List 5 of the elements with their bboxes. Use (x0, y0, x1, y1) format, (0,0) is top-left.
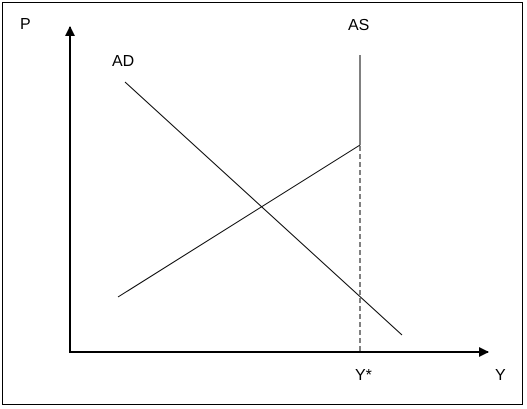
axis-label: P (20, 16, 31, 34)
curve-label: AD (112, 53, 134, 71)
axis-label: Y* (355, 367, 372, 385)
curve-label: AS (348, 17, 370, 35)
axis-label: Y (495, 367, 506, 385)
